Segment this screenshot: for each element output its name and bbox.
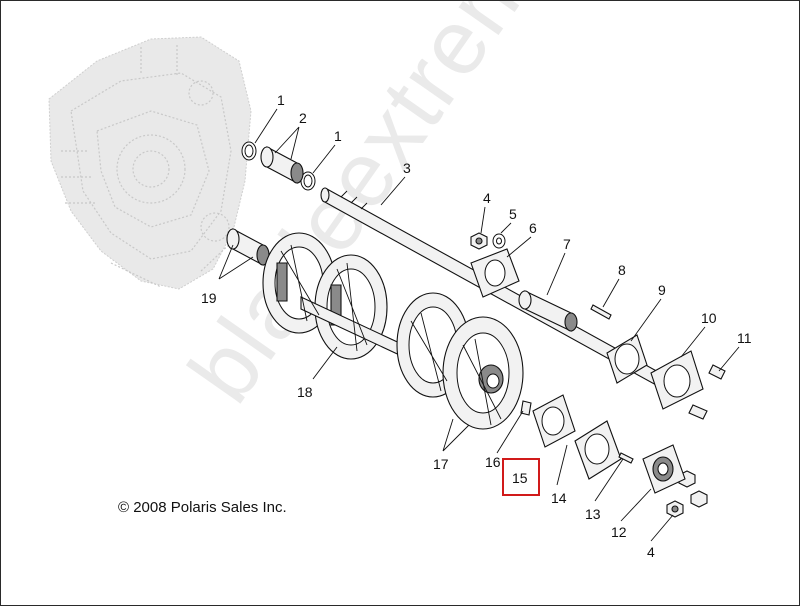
gearcase-housing-outline — [48, 36, 252, 290]
callout-18: 18 — [297, 384, 313, 400]
callout-3: 3 — [403, 160, 411, 176]
callout-labels: 1 2 1 3 4 5 6 7 8 9 10 11 19 18 17 16 15… — [201, 92, 752, 560]
callout-4b: 4 — [647, 544, 655, 560]
callout-1a: 1 — [277, 92, 285, 108]
part-4-nut-upper — [470, 232, 488, 250]
part-4-nut-lower — [666, 500, 684, 518]
part-16-screw — [520, 400, 532, 416]
part-1-snap-ring-upper — [241, 141, 257, 161]
part-10-bearing-housing — [650, 350, 704, 410]
part-18-drive-sprockets — [262, 232, 422, 366]
callout-9: 9 — [658, 282, 666, 298]
callout-1b: 1 — [334, 128, 342, 144]
part-13-dowel-pin — [618, 452, 634, 464]
leader-lines — [218, 108, 740, 542]
callout-7: 7 — [563, 236, 571, 252]
callout-5: 5 — [509, 206, 517, 222]
part-14-cover-plate — [574, 420, 622, 480]
callout-13: 13 — [585, 506, 601, 522]
part-11-bolt — [688, 364, 726, 420]
part-8-key — [590, 304, 612, 320]
callout-12: 12 — [611, 524, 627, 540]
callout-2: 2 — [299, 110, 307, 126]
callout-15: 15 — [512, 470, 528, 486]
part-2-bearing — [260, 146, 304, 184]
part-7-splined-hub — [518, 290, 578, 332]
callout-19: 19 — [201, 290, 217, 306]
part-9-seal — [606, 334, 648, 384]
callout-14: 14 — [551, 490, 567, 506]
callout-8: 8 — [618, 262, 626, 278]
copyright-notice: © 2008 Polaris Sales Inc. — [118, 499, 287, 516]
callout-6: 6 — [529, 220, 537, 236]
callout-15-highlight-box — [502, 458, 540, 496]
callout-10: 10 — [701, 310, 717, 326]
part-5-washer — [492, 233, 506, 249]
part-4-nut-extra — [678, 470, 708, 508]
part-17-drive-sprockets — [396, 292, 524, 430]
callout-16: 16 — [485, 454, 501, 470]
callout-17: 17 — [433, 456, 449, 472]
part-6-flange-plate — [470, 248, 520, 298]
part-19-bearing — [226, 228, 270, 266]
callout-4a: 4 — [483, 190, 491, 206]
callout-11: 11 — [737, 330, 752, 346]
part-15-gasket — [532, 394, 576, 448]
part-12-end-cap — [642, 444, 686, 494]
